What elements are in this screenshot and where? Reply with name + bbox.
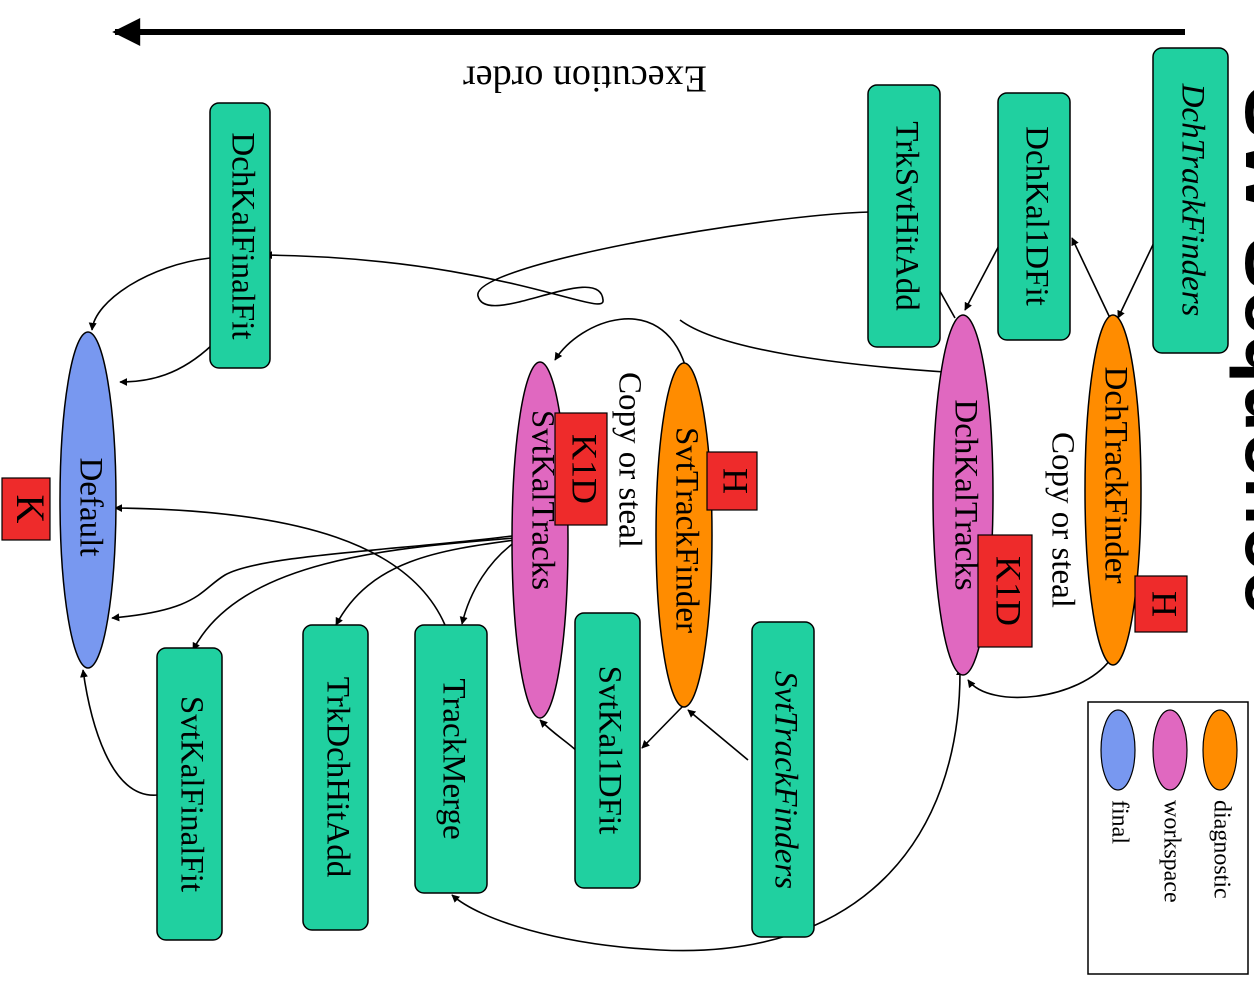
- module-svttrackfinders[interactable]: [751, 621, 815, 938]
- tags: H K1D H K1D K: [1, 412, 1188, 648]
- edge-trackmerge-default: [114, 504, 446, 626]
- copy-or-steal-svt: Copy or steal: [611, 372, 647, 548]
- legend-label-workspace: workspace: [1158, 800, 1184, 903]
- list-svtkaltracks[interactable]: [511, 361, 569, 719]
- edge-svttrackfinders-svttrackfinder: [687, 709, 749, 761]
- tag-k-default-text: K: [8, 495, 53, 524]
- module-dchkalfinalfit-label: DchKalFinalFit: [224, 132, 260, 339]
- legend-swatch-workspace: [1152, 709, 1188, 791]
- module-svttrackfinders-label: SvtTrackFinders: [767, 671, 803, 889]
- edge-dchkal1dfit-dchkaltracks: [964, 237, 1004, 311]
- module-dchtrackfinders[interactable]: [1152, 47, 1229, 354]
- page-title: SW Sequence: [1229, 85, 1254, 614]
- module-svtkal1dfit-label: SvtKal1DFit: [591, 666, 627, 835]
- edge-svtkalfinalfit-default: [80, 669, 159, 796]
- edge-dchkaltracks-svttrackfinder: [679, 319, 946, 373]
- edge-dchtrackfinder-dchkal1dfit: [1071, 237, 1111, 319]
- edge-svtkaltracks-default: [111, 535, 513, 622]
- module-boxes: DchTrackFinders DchKal1DFit TrkSvtHitAdd…: [156, 47, 1229, 941]
- module-trkdchhitadd[interactable]: [302, 624, 369, 931]
- edge-dchkaltracks-trackmerge: [451, 671, 961, 952]
- module-svtkalfinalfit-label: SvtKalFinalFit: [173, 696, 209, 892]
- tag-k1d-svt: [554, 412, 608, 526]
- module-dchkalfinalfit[interactable]: [209, 102, 271, 369]
- legend-swatch-final: [1100, 709, 1136, 791]
- module-dchkal1dfit-label: DchKal1DFit: [1018, 126, 1054, 306]
- execution-order-label: Execution order: [463, 57, 707, 99]
- list-dchtrackfinder-label: DchTrackFinder: [1097, 367, 1133, 584]
- edge-svtkal1dfit-svtkaltracks: [539, 719, 579, 753]
- list-default[interactable]: [59, 331, 117, 669]
- edge-dchtrackfinder-copy-dchkaltracks: [967, 659, 1111, 699]
- list-svttrackfinder[interactable]: [655, 362, 713, 708]
- legend-swatch-diagnostic: [1202, 709, 1238, 791]
- tag-h-svt-text: H: [716, 468, 756, 494]
- tag-k-default: [1, 477, 51, 541]
- legend-label-diagnostic: diagnostic: [1208, 800, 1234, 899]
- edge-svtkaltracks-svtkalfinalfit: [192, 537, 516, 651]
- list-svttrackfinder-label: SvtTrackFinder: [668, 427, 704, 633]
- module-trkdchhitadd-label: TrkDchHitAdd: [319, 677, 355, 878]
- module-dchkal1dfit[interactable]: [997, 92, 1071, 341]
- edge-svttrackfinder-svtkal1dfit: [641, 704, 685, 749]
- tag-h-dch: [1134, 575, 1188, 633]
- module-dchtrackfinders-label: DchTrackFinders: [1174, 83, 1210, 317]
- edge-trksvthitadd-dchkalfinalfit: [264, 211, 871, 307]
- edge-svttrackfinder-copy-svtkaltracks: [554, 318, 686, 366]
- legend: diagnostic workspace final: [1087, 701, 1249, 975]
- tag-k1d-dch-text: K1D: [989, 556, 1029, 626]
- edge-dchkalfinalfit-default-top: [88, 257, 211, 331]
- tag-h-dch-text: H: [1145, 591, 1185, 617]
- edge-svtkaltracks-trackmerge: [459, 541, 516, 625]
- edge-dchkalfinalfit-default-mid: [119, 344, 213, 386]
- module-trackmerge[interactable]: [414, 624, 488, 894]
- track-lists: DchTrackFinder Copy or steal DchKalTrack…: [59, 314, 1142, 719]
- module-trksvthitadd[interactable]: [867, 84, 941, 348]
- copy-or-steal-dch: Copy or steal: [1044, 432, 1080, 608]
- module-svtkalfinalfit[interactable]: [156, 647, 223, 941]
- tag-k1d-svt-text: K1D: [565, 434, 605, 504]
- tag-h-svt: [706, 451, 758, 511]
- list-dchtrackfinder[interactable]: [1084, 314, 1142, 666]
- module-trackmerge-label: TrackMerge: [435, 678, 471, 839]
- edge-svtkaltracks-trkdchhitadd: [335, 539, 516, 626]
- tag-k1d-dch: [977, 534, 1033, 648]
- list-default-label: Default: [72, 458, 108, 557]
- module-svtkal1dfit[interactable]: [574, 612, 641, 889]
- module-trksvthitadd-label: TrkSvtHitAdd: [888, 121, 924, 311]
- legend-label-final: final: [1106, 800, 1132, 844]
